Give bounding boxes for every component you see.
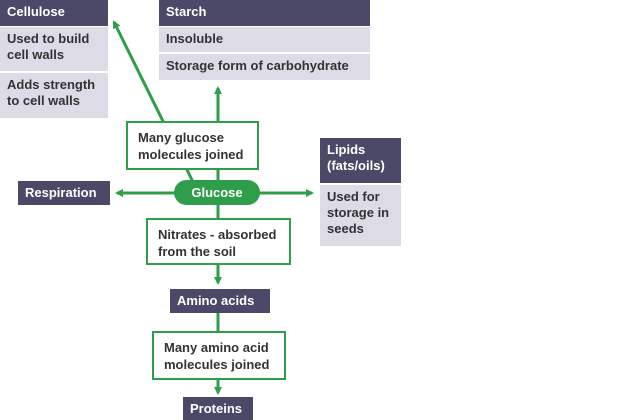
glucose-node: Glucose xyxy=(174,180,260,205)
respiration-box: Respiration xyxy=(18,181,110,205)
process-amino-joined: Many amino acid molecules joined xyxy=(152,331,286,380)
starch-fact: Storage form of carbohydrate xyxy=(159,54,370,80)
amino-acids-box: Amino acids xyxy=(170,289,270,313)
lipids-header: Lipids (fats/oils) xyxy=(320,138,401,183)
starch-header: Starch xyxy=(159,0,370,26)
lipids-fact: Used for storage in seeds xyxy=(320,185,401,246)
cellulose-fact: Adds strength to cell walls xyxy=(0,73,108,118)
cellulose-fact: Used to build cell walls xyxy=(0,27,108,71)
proteins-box: Proteins xyxy=(183,397,253,420)
process-nitrates: Nitrates - absorbed from the soil xyxy=(146,218,291,265)
process-glucose-joined: Many glucose molecules joined xyxy=(126,121,259,170)
starch-fact: Insoluble xyxy=(159,27,370,52)
cellulose-header: Cellulose xyxy=(0,0,108,26)
